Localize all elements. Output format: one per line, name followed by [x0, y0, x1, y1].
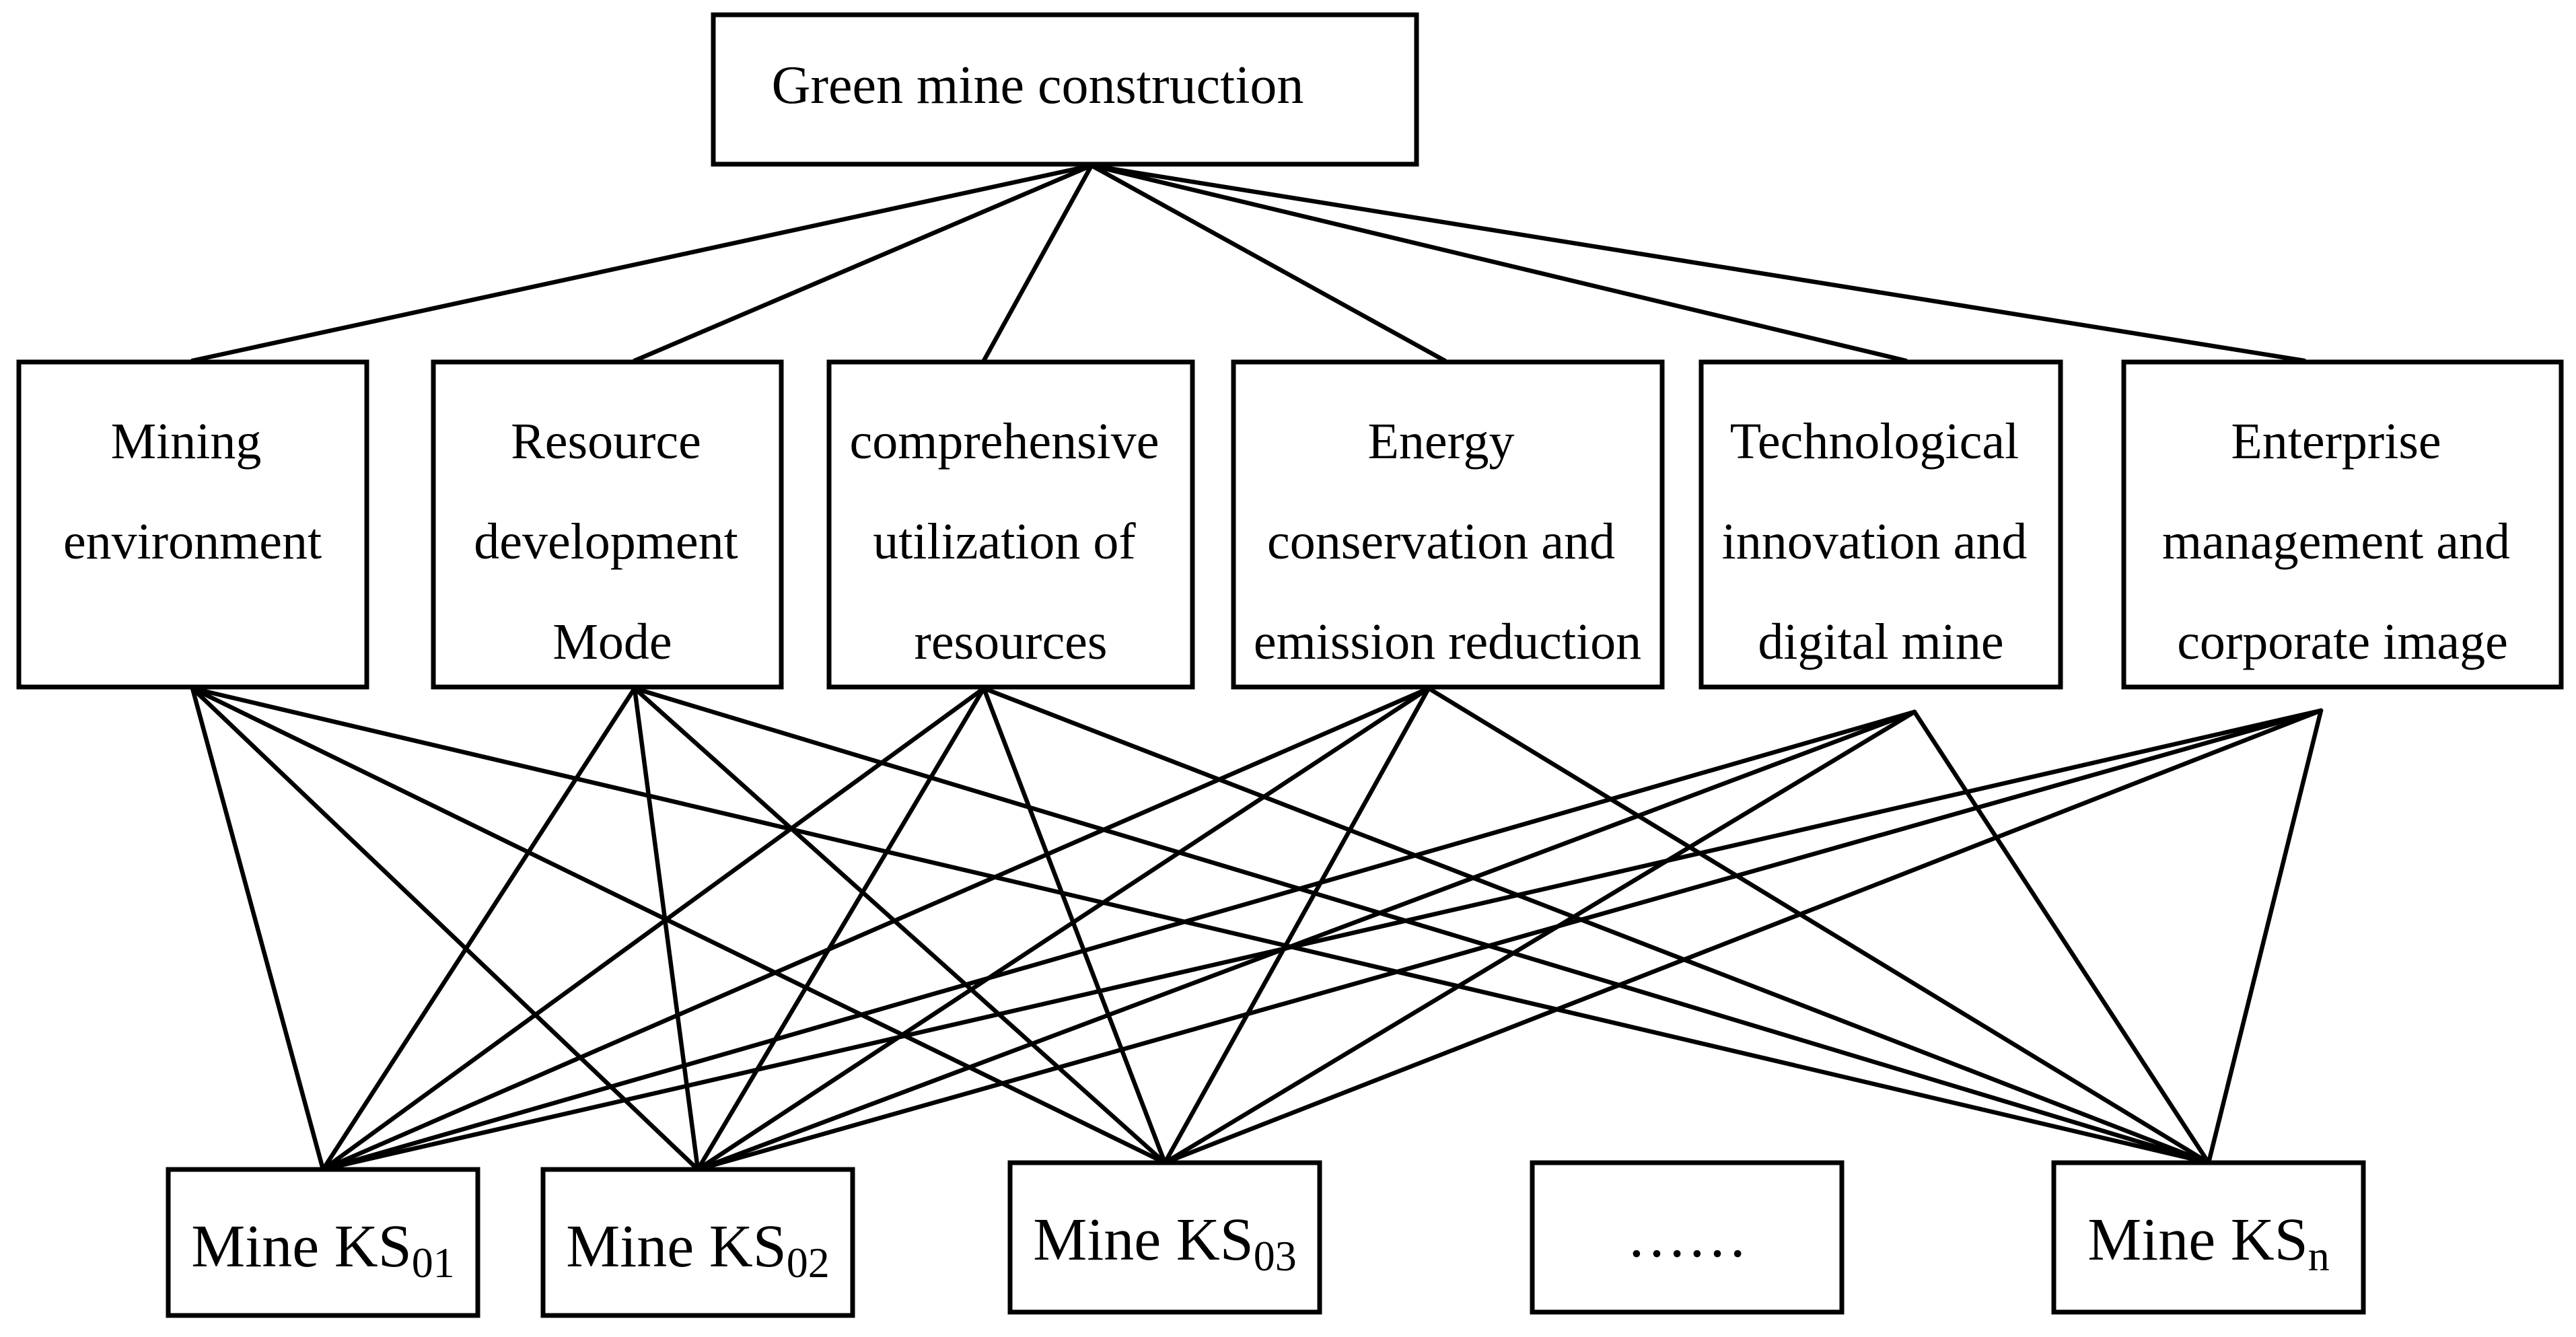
c3-to-m2-line [695, 686, 987, 1172]
criterion-label-line: Mining [111, 413, 262, 470]
c2-to-m5-line [632, 686, 2211, 1165]
criterion-label-line: management and [2162, 513, 2510, 570]
c5-to-m1-line [320, 709, 1917, 1172]
criterion-label-line: utilization of [873, 513, 1136, 570]
criterion-label-line: Technological [1730, 413, 2019, 470]
ellipsis-label: …… [1626, 1203, 1748, 1270]
criterion-label-line: corporate image [2177, 614, 2508, 670]
criterion-node-resource-development-mode: Resource development Mode [431, 359, 784, 690]
goal-label: Green mine construction [772, 56, 1304, 115]
criterion-label-line: Energy [1367, 413, 1514, 470]
criterion-label-line: Mode [552, 614, 672, 670]
svg-text:Mine KS01: Mine KS01 [191, 1213, 455, 1287]
goal-to-c4-line [1089, 163, 1447, 363]
criterion-label-line: innovation and [1722, 513, 2028, 570]
c3-to-m1-line [320, 686, 987, 1172]
mine-node-ks03: Mine KS03 [1007, 1160, 1322, 1315]
svg-text:Enterprise management an: Enterprise management and corporate imag… [2162, 413, 2523, 670]
criterion-label-line: conservation and [1267, 513, 1615, 570]
criterion-label-line: comprehensive [849, 413, 1159, 470]
criterion-label-line: Enterprise [2231, 413, 2441, 470]
goal-node: Green mine construction [711, 12, 1419, 167]
c1-to-m2-line [190, 686, 701, 1172]
criterion-node-mining-environment: Mining environment [16, 359, 369, 690]
c6-to-m5-line [2206, 708, 2324, 1165]
criterion-node-technological-innovation: Technological innovation and digital min… [1698, 359, 2063, 690]
svg-text:Energy conservation and: Energy conservation and emission reducti… [1254, 413, 1641, 670]
mine-label: Mine KS [191, 1213, 412, 1280]
mine-label: Mine KS [566, 1213, 787, 1280]
mine-node-ks01: Mine KS01 [166, 1167, 480, 1318]
criterion-label-line: digital mine [1758, 614, 2003, 670]
goal-to-c3-line [981, 163, 1094, 363]
c2-to-m2-line [632, 686, 701, 1172]
c5-to-m5-line [1912, 709, 2211, 1165]
criterion-node-enterprise-management: Enterprise management and corporate imag… [2121, 359, 2564, 690]
c4-to-m1-line [320, 686, 1431, 1172]
c6-to-m1-line [320, 708, 2324, 1172]
mine-subscript: 02 [787, 1239, 830, 1287]
c2-to-m3-line [632, 686, 1168, 1165]
mine-label: Mine KS [1033, 1206, 1254, 1273]
c2-to-m1-line [320, 686, 637, 1172]
svg-text:comprehensive utilizatio: comprehensive utilization of resources [849, 413, 1172, 670]
c1-to-m5-line [190, 686, 2211, 1165]
mine-label: Mine KS [2087, 1206, 2308, 1273]
c3-to-m5-line [981, 686, 2211, 1165]
c5-to-m3-line [1162, 709, 1917, 1165]
goal-to-c5-line [1089, 163, 1908, 363]
svg-text:Technological innovation: Technological innovation and digital min… [1722, 413, 2040, 670]
criterion-node-comprehensive-utilization: comprehensive utilization of resources [826, 359, 1195, 690]
criterion-label-line: resources [915, 614, 1108, 670]
c1-to-m3-line [190, 686, 1168, 1165]
mine-subscript: 01 [412, 1239, 455, 1287]
svg-text:Mining environment: Mining environment [63, 413, 322, 570]
c6-to-m2-line [695, 708, 2324, 1172]
goal-to-c1-line [190, 163, 1094, 363]
criterion-label-line: development [474, 513, 738, 570]
criterion-label-line: environment [63, 513, 322, 570]
c1-to-m1-line [190, 686, 326, 1172]
c3-to-m3-line [981, 686, 1168, 1165]
mine-subscript: n [2308, 1232, 2330, 1280]
mine-node-ellipsis: …… [1530, 1160, 1845, 1315]
c6-to-m3-line [1162, 708, 2324, 1165]
svg-text:Mine KS03: Mine KS03 [1033, 1206, 1297, 1280]
connection-lines [190, 163, 2324, 1172]
goal-to-c2-line [632, 163, 1094, 363]
goal-to-c6-line [1089, 163, 2307, 363]
criterion-label-line: emission reduction [1254, 614, 1641, 670]
criterion-node-energy-conservation: Energy conservation and emission reducti… [1231, 359, 1665, 690]
mine-subscript: 03 [1254, 1232, 1297, 1280]
svg-text:Mine KS02: Mine KS02 [566, 1213, 830, 1287]
c4-to-m2-line [695, 686, 1431, 1172]
c4-to-m5-line [1426, 686, 2211, 1165]
c4-to-m3-line [1162, 686, 1431, 1165]
c5-to-m2-line [695, 709, 1917, 1172]
mine-node-ks02: Mine KS02 [540, 1167, 855, 1318]
mine-node-ksn: Mine KSn [2051, 1160, 2366, 1315]
criterion-label-line: Resource [511, 413, 701, 470]
svg-text:Resource development: Resource development Mode [474, 413, 751, 670]
svg-text:Mine KSn: Mine KSn [2087, 1206, 2330, 1280]
